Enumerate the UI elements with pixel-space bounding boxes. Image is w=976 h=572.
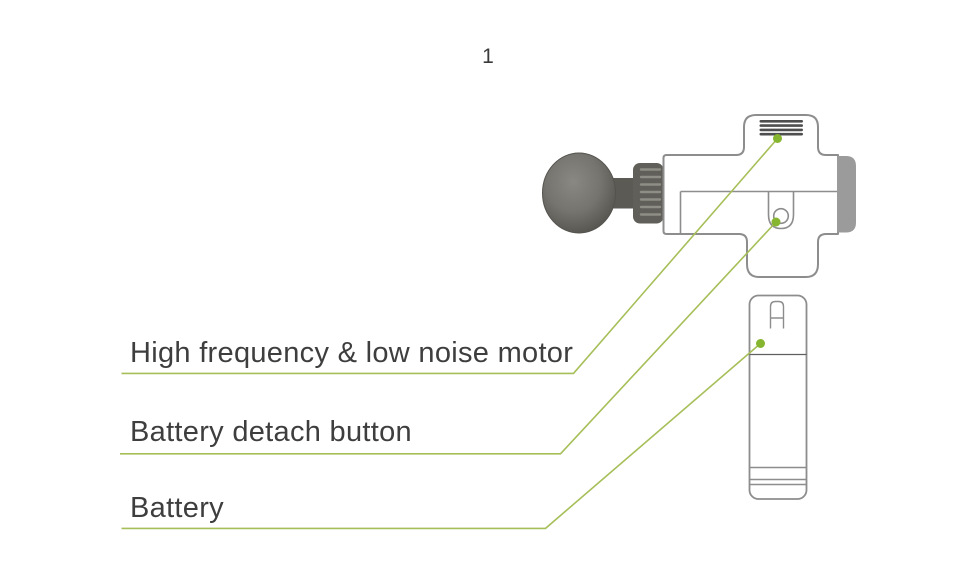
battery-latch: [769, 300, 785, 329]
button-recess: [767, 192, 795, 230]
collar-ribs: [639, 168, 662, 216]
massage-gun-illustration: [542, 114, 856, 278]
marker-dot-battery: [756, 339, 765, 348]
leader-lines: [120, 137, 779, 530]
rear-cap: [837, 156, 856, 233]
leader-line-battery: [121, 342, 762, 530]
massage-gun-body: [662, 114, 839, 278]
leader-line-motor: [121, 137, 779, 375]
battery-bottom-seams: [749, 466, 807, 486]
marker-dot-motor: [773, 134, 782, 143]
marker-dot-detach-button: [771, 217, 781, 227]
attachment-neck: [613, 178, 637, 209]
page-number: 1: [482, 45, 494, 68]
label-motor: High frequency & low noise motor: [130, 337, 574, 369]
leader-line-detach-button: [120, 221, 777, 455]
marker-dots: [756, 134, 782, 348]
battery-pack: [748, 294, 808, 500]
air-vents-icon: [759, 120, 803, 136]
label-battery: Battery: [130, 492, 224, 524]
battery-illustration: [748, 294, 808, 500]
label-battery-detach-button: Battery detach button: [130, 416, 412, 448]
ball-head-attachment: [542, 152, 616, 234]
